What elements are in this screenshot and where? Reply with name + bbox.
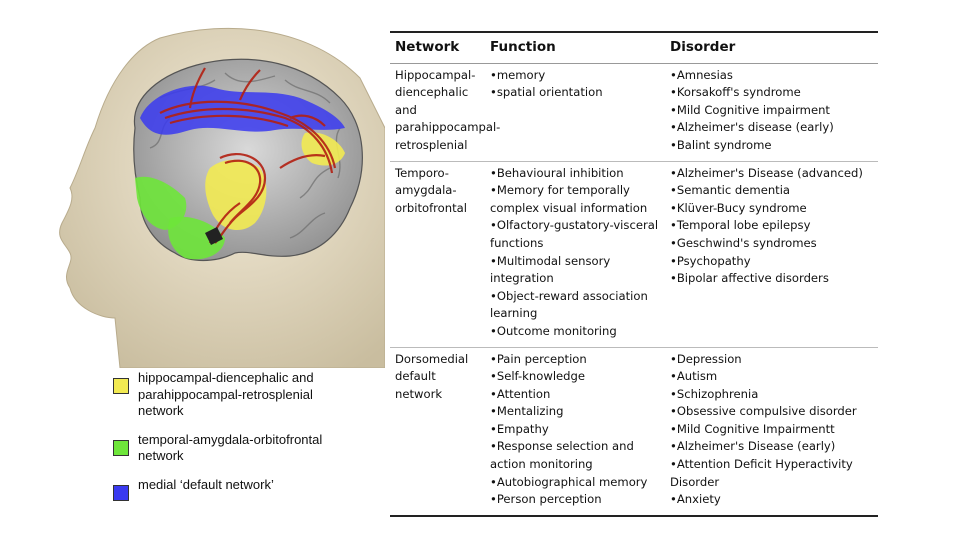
- table-header-row: Network Function Disorder: [390, 32, 878, 64]
- disorder-item: •Klüver-Bucy syndrome: [670, 200, 807, 215]
- legend: hippocampal-diencephalic and parahippoca…: [113, 370, 353, 513]
- header-disorder: Disorder: [665, 32, 878, 64]
- function-item: •Object-reward association learning: [490, 288, 652, 321]
- function-item: •Attention: [490, 386, 551, 401]
- function-item: •Behavioural inhibition: [490, 165, 624, 180]
- function-item: •Olfactory-gustatory-visceral functions: [490, 218, 662, 250]
- legend-item-default: medial ‘default network’: [113, 477, 353, 501]
- function-item: •Empathy: [490, 421, 549, 436]
- function-item: •Self-knowledge: [490, 369, 586, 384]
- brain-figure: [59, 27, 385, 368]
- disorder-item: •Attention Deficit Hyperactivity Disorde…: [670, 457, 857, 489]
- legend-label: hippocampal-diencephalic and parahippoca…: [138, 370, 314, 418]
- fiber-tract-icon: [159, 67, 337, 244]
- disorder-item: •Alzheimer's disease (early): [670, 120, 834, 135]
- disorder-item: •Amnesias: [670, 67, 733, 82]
- disorder-cell: •Depression •Autism •Schizophrenia •Obsessi…: [665, 347, 878, 516]
- table-row: Temporo-amygdala-orbitofrontal•Behaviour…: [390, 161, 878, 348]
- table-row: Hippocampal-diencephalic and parahippoca…: [390, 63, 878, 162]
- disorder-item: •Anxiety: [670, 492, 721, 507]
- legend-label: temporal-amygdala-orbitofrontal network: [138, 431, 323, 464]
- function-item: •Outcome monitoring: [490, 323, 617, 338]
- function-cell: •Pain perception •Self-knowledge •Attentio…: [485, 347, 665, 516]
- table-row: Dorsomedial default network •Pain percept…: [390, 347, 878, 516]
- function-cell: •memory •spatial orientation: [485, 63, 665, 162]
- legend-label: medial ‘default network’: [138, 476, 274, 492]
- disorder-item: •Bipolar affective disorders: [670, 271, 829, 286]
- legend-swatch: [113, 484, 129, 501]
- function-item: •memory: [490, 67, 546, 82]
- disorder-cell: •Alzheimer's Disease (advanced) •Semantic…: [665, 161, 878, 348]
- network-name-cell: Hippocampal-diencephalic and parahippoca…: [390, 63, 500, 162]
- function-item: •Pain perception: [490, 351, 587, 366]
- disorder-item: •Mild Cognitive impairment: [670, 102, 830, 117]
- disorder-item: •Geschwind's syndromes: [670, 235, 817, 250]
- legend-item-hippocampal: hippocampal-diencephalic and parahippoca…: [113, 370, 353, 420]
- disorder-item: •Alzheimer's Disease (early): [670, 439, 836, 454]
- disorder-item: •Psychopathy: [670, 253, 751, 268]
- disorder-item: •Alzheimer's Disease (advanced): [670, 165, 863, 180]
- network-name-cell: Temporo-amygdala-orbitofrontal: [390, 161, 485, 348]
- header-function: Function: [485, 32, 665, 64]
- disorder-item: •Schizophrenia: [670, 386, 759, 401]
- function-item: •spatial orientation: [490, 85, 603, 100]
- function-cell: •Behavioural inhibition •Memory for tempo…: [485, 161, 665, 348]
- header-network: Network: [390, 32, 485, 64]
- function-item: •Memory for temporally complex visual in…: [490, 183, 648, 215]
- disorder-item: •Temporal lobe epilepsy: [670, 218, 811, 233]
- function-item: •Response selection and action monitorin…: [490, 439, 638, 472]
- network-table: Network Function Disorder Hippocampal-di…: [390, 31, 878, 517]
- disorder-item: •Autism: [670, 369, 718, 384]
- function-item: •Autobiographical memory: [490, 474, 648, 489]
- disorder-item: •Depression: [670, 351, 742, 366]
- legend-swatch: [113, 378, 129, 394]
- disorder-item: •Obsessive compulsive disorder: [670, 404, 857, 419]
- function-item: •Mentalizing: [490, 404, 564, 419]
- disorder-item: •Mild Cognitive Impairmentt: [670, 421, 835, 436]
- function-item: •Multimodal sensory integration: [490, 253, 614, 286]
- disorder-cell: •Amnesias •Korsakoff's syndrome •Mild Cogn…: [665, 63, 878, 162]
- disorder-item: •Balint syndrome: [670, 137, 772, 152]
- disorder-item: •Semantic dementia: [670, 183, 791, 198]
- legend-item-temporal: temporal-amygdala-orbitofrontal network: [113, 432, 353, 465]
- legend-swatch: [113, 439, 129, 456]
- function-item: •Person perception: [490, 492, 602, 507]
- network-name-cell: Dorsomedial default network: [395, 351, 469, 401]
- disorder-item: •Korsakoff's syndrome: [670, 85, 801, 100]
